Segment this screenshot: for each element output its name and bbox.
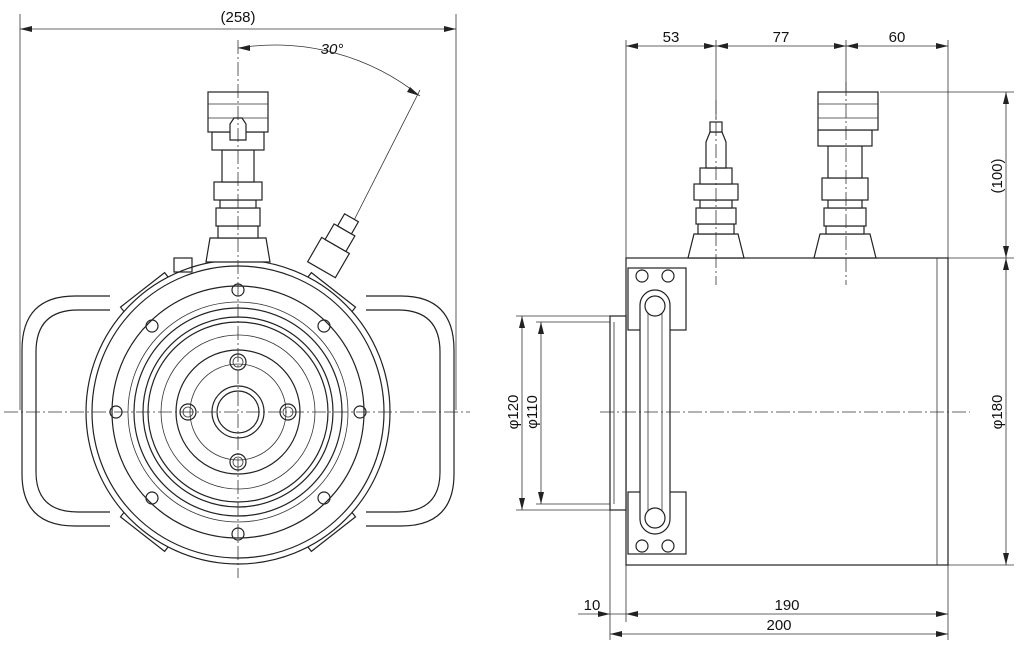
dim-height-top: (100) [989, 158, 1006, 193]
dim-overall-width-label: (258) [220, 9, 255, 26]
dim-top-3: 60 [889, 29, 906, 46]
dim-body-length: 190 [774, 597, 799, 614]
angled-connector [306, 212, 360, 279]
front-view: (258) 30° [4, 9, 470, 578]
dim-top-1: 53 [663, 29, 680, 46]
dim-left: φ120 φ110 [505, 315, 614, 511]
side-body [609, 257, 949, 566]
dim-top-2: 77 [773, 29, 790, 46]
dim-total-length: 200 [766, 617, 791, 634]
dim-top-chain: 53 77 60 [625, 29, 949, 260]
dim-right: (100) φ180 [880, 91, 1014, 566]
dim-dia-body: φ180 [989, 395, 1006, 430]
dim-angle: 30° [237, 41, 421, 239]
dim-flange: 10 [584, 597, 601, 614]
dim-overall-width: (258) [19, 9, 457, 410]
side-view: 53 77 60 (100) φ180 [505, 29, 1014, 640]
dim-dia-inner: φ110 [524, 395, 541, 429]
side-connector-right [813, 91, 879, 259]
dim-angle-label: 30° [321, 41, 344, 58]
dim-bottom: 10 190 200 [578, 510, 949, 640]
dim-dia-outer: φ120 [505, 395, 522, 430]
